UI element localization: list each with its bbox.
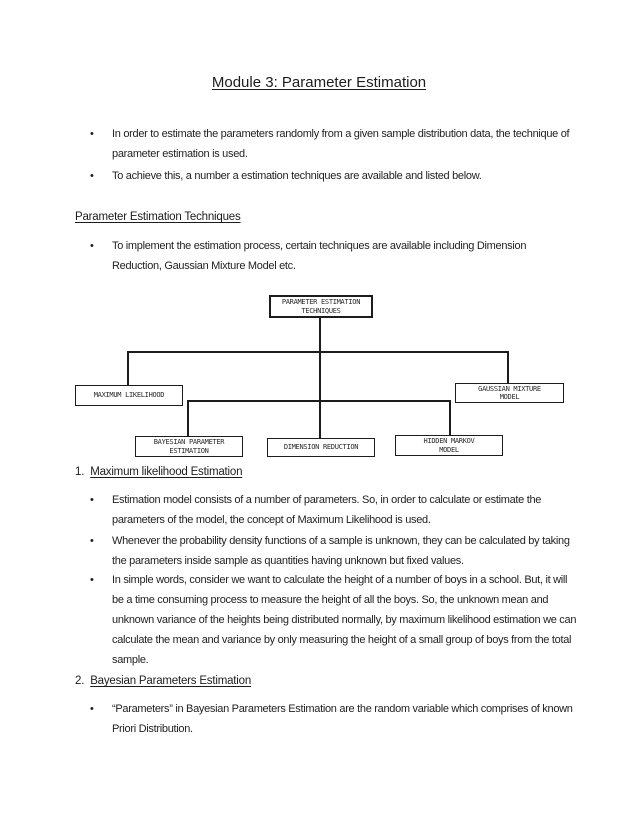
diagram-box-label-line: MAXIMUM LIKELIHOOD xyxy=(93,391,165,400)
diagram-connector-maximum-likelihood-drop xyxy=(127,351,129,386)
diagram-box-bayesian-parameter-estimation: BAYESIAN PARAMETER ESTIMATION xyxy=(135,436,243,457)
section-2-heading-text: Bayesian Parameters Estimation xyxy=(90,675,252,687)
section-1-bullet-1: • Estimation model consists of a number … xyxy=(90,490,578,530)
diagram-box-label-line: GAUSSIAN MIXTURE xyxy=(478,385,541,393)
diagram-box-label-line: BAYESIAN PARAMETER xyxy=(153,438,225,446)
diagram-connector-level1-horizontal xyxy=(128,351,509,353)
diagram-box-label-line: PARAMETER ESTIMATION xyxy=(281,298,361,306)
diagram-box-maximum-likelihood: MAXIMUM LIKELIHOOD xyxy=(75,385,183,406)
diagram-box-label-line: DIMENSION REDUCTION xyxy=(283,443,359,452)
bullet-marker: • xyxy=(90,170,94,182)
section-2-heading: 2. Bayesian Parameters Estimation xyxy=(75,675,251,687)
diagram-box-hidden-markov-model: HIDDEN MARKOV MODEL xyxy=(395,435,503,456)
intro-bullet-1-text: In order to estimate the parameters rand… xyxy=(112,128,570,160)
diagram-box-label-line: HIDDEN MARKOV xyxy=(423,437,475,445)
bullet-marker: • xyxy=(90,535,94,547)
section-2-bullet-1: • “Parameters” in Bayesian Parameters Es… xyxy=(90,699,578,739)
section-1-number: 1. xyxy=(75,466,85,478)
diagram-box-parameter-estimation-techniques: PARAMETER ESTIMATION TECHNIQUES xyxy=(269,295,373,318)
diagram-connector-gaussian-mixture-drop xyxy=(507,351,509,384)
section-2-number: 2. xyxy=(75,675,85,687)
techniques-section-heading-text: Parameter Estimation Techniques xyxy=(75,211,241,223)
bullet-marker: • xyxy=(90,494,94,506)
techniques-bullet-1-text: To implement the estimation process, cer… xyxy=(112,240,527,272)
diagram-box-label-line: TECHNIQUES xyxy=(301,306,341,315)
section-1-bullet-3-text: In simple words, consider we want to cal… xyxy=(112,574,577,666)
intro-bullet-2: • To achieve this, a number a estimation… xyxy=(90,166,578,186)
diagram-box-label-line: MODEL xyxy=(439,445,459,454)
bullet-marker: • xyxy=(90,703,94,715)
section-1-bullet-3: • In simple words, consider we want to c… xyxy=(90,570,578,670)
section-1-heading-text: Maximum likelihood Estimation xyxy=(90,466,243,478)
section-1-bullet-2-text: Whenever the probability density functio… xyxy=(112,535,570,567)
bullet-marker: • xyxy=(90,574,94,586)
diagram-box-label-line: MODEL xyxy=(499,393,520,401)
section-2-bullet-1-text: “Parameters” in Bayesian Parameters Esti… xyxy=(112,703,573,735)
bullet-marker: • xyxy=(90,128,94,140)
intro-bullet-1: • In order to estimate the parameters ra… xyxy=(90,124,578,164)
section-1-heading: 1. Maximum likelihood Estimation xyxy=(75,466,242,478)
section-1-bullet-1-text: Estimation model consists of a number of… xyxy=(112,494,542,526)
diagram-box-dimension-reduction: DIMENSION REDUCTION xyxy=(267,438,375,457)
techniques-section-heading: Parameter Estimation Techniques xyxy=(75,211,241,223)
diagram-box-gaussian-mixture-model: GAUSSIAN MIXTURE MODEL xyxy=(455,383,564,403)
diagram-connector-hidden-markov-drop xyxy=(449,400,451,436)
page-title: Module 3: Parameter Estimation xyxy=(211,74,427,91)
diagram-box-label-line: ESTIMATION xyxy=(169,446,209,455)
section-1-bullet-2: • Whenever the probability density funct… xyxy=(90,531,578,571)
diagram-connector-bayesian-drop xyxy=(187,400,189,437)
diagram-connector-root-vertical xyxy=(319,317,321,438)
techniques-bullet-1: • To implement the estimation process, c… xyxy=(90,236,578,276)
bullet-marker: • xyxy=(90,240,94,252)
intro-bullet-2-text: To achieve this, a number a estimation t… xyxy=(112,170,482,182)
diagram-connector-level2-horizontal xyxy=(188,400,451,402)
